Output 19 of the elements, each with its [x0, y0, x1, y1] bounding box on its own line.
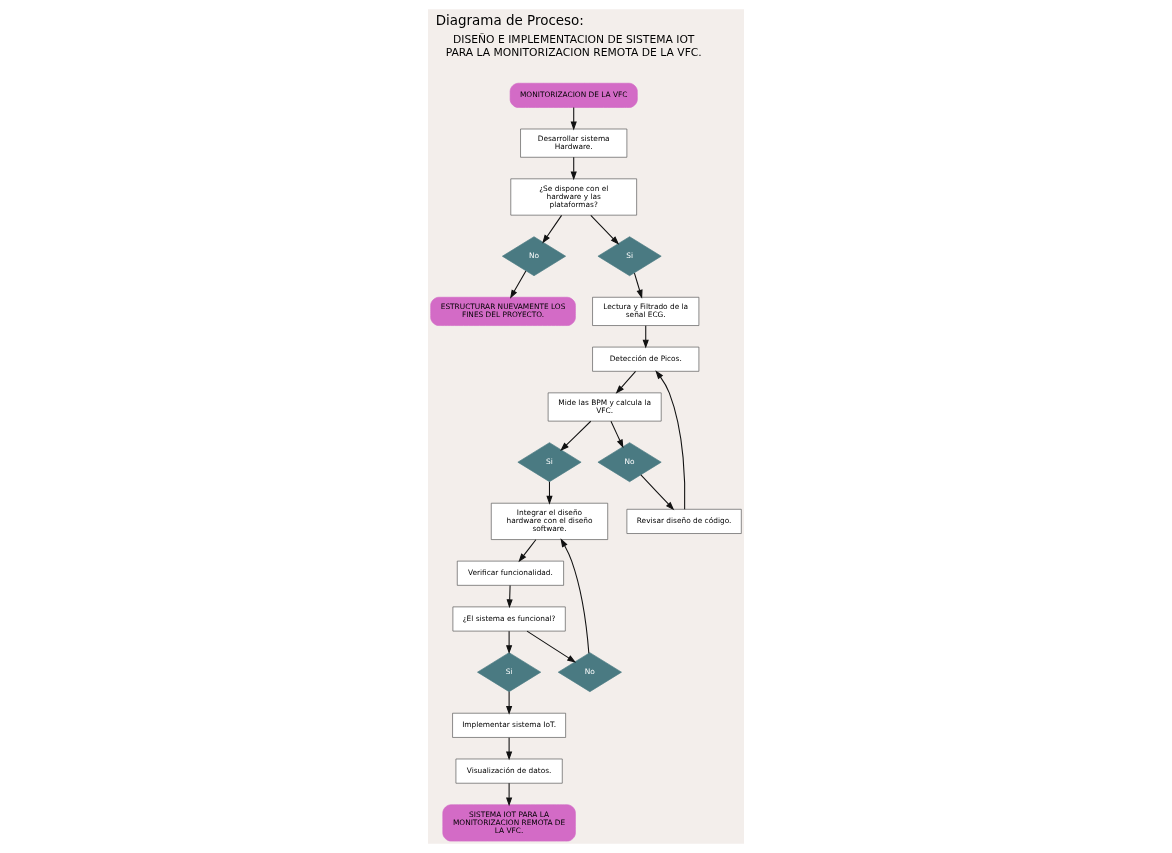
arrow	[542, 214, 563, 244]
arrow	[506, 691, 513, 715]
arrow	[633, 272, 643, 299]
arrow	[640, 474, 675, 511]
arrow	[506, 585, 513, 609]
arrow	[506, 737, 513, 761]
label: DISEÑO E IMPLEMENTACION DE SISTEMA IOT PARA LA MONITORIZACION REMOTA DE LA VFC.	[445, 33, 702, 59]
arrow	[526, 630, 577, 663]
arrow	[655, 370, 686, 510]
arrow	[610, 420, 624, 449]
arrow	[518, 539, 537, 563]
arrow	[560, 538, 590, 654]
arrow	[506, 630, 513, 655]
diagram-title: Diagrama de Proceso:	[435, 13, 584, 29]
arrow	[560, 420, 592, 452]
arrow	[510, 270, 527, 299]
arrow	[615, 370, 637, 394]
arrow	[590, 214, 620, 245]
arrow	[506, 782, 513, 807]
